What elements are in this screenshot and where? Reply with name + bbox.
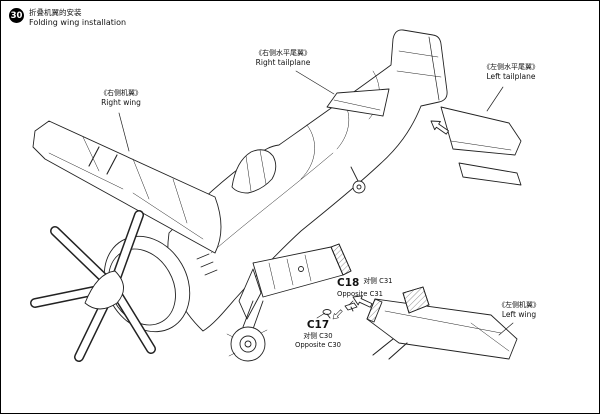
label-left-wing-en: Left wing: [501, 310, 537, 320]
step-title-english: Folding wing installation: [29, 18, 127, 28]
step-title-chinese: 折叠机翼的安装: [29, 8, 82, 17]
label-left-wing: 《左侧机翼》 Left wing: [483, 301, 555, 320]
wing-fold-stub: [238, 243, 352, 320]
landing-gear: [226, 300, 268, 362]
label-left-tailplane: 《左侧水平尾翼》 Left tailplane: [465, 63, 557, 82]
label-right-wing-cn: 《右侧机翼》: [100, 89, 142, 97]
callout-c17-part: C17: [306, 319, 330, 331]
leader-lines: [118, 70, 514, 336]
arrow-left-wing: [352, 295, 373, 308]
spinner: [84, 270, 124, 310]
callout-c17-side-cn: 对侧 C30: [303, 332, 333, 341]
callout-c18: C18 对侧 C31 Opposite C31: [337, 277, 392, 299]
right-tailplane-attached: [326, 88, 390, 117]
canopy: [231, 149, 277, 194]
label-left-tailplane-cn: 《左侧水平尾翼》: [483, 63, 539, 71]
callout-c18-part: C18: [337, 277, 360, 289]
step-titles: 折叠机翼的安装 Folding wing installation: [29, 8, 126, 29]
label-left-wing-cn: 《左侧机翼》: [498, 301, 540, 309]
label-right-tailplane: 《右侧水平尾翼》 Right tailplane: [237, 49, 329, 68]
callout-c18-side-en: Opposite C31: [337, 290, 383, 299]
fuselage: [167, 29, 448, 332]
left-wing-part: [352, 286, 518, 360]
label-right-wing: 《右侧机翼》 Right wing: [83, 89, 159, 108]
propeller: [30, 210, 156, 362]
callout-c18-side-cn: 对侧 C31: [363, 277, 393, 285]
label-right-tailplane-en: Right tailplane: [255, 58, 311, 68]
label-right-tailplane-cn: 《右侧水平尾翼》: [255, 49, 311, 57]
callout-c17: C17 对侧 C30 Opposite C30: [287, 319, 349, 349]
step-header: 30 折叠机翼的安装 Folding wing installation: [9, 8, 126, 29]
part-c18: [344, 302, 358, 312]
label-right-wing-en: Right wing: [101, 98, 141, 108]
label-left-tailplane-en: Left tailplane: [486, 72, 536, 82]
tailwheel: [350, 166, 366, 194]
step-number-badge: 30: [9, 8, 24, 23]
callout-c17-side-en: Opposite C30: [295, 340, 341, 349]
left-tailplane-part: [430, 106, 522, 186]
right-wing-attached: [32, 120, 222, 254]
arrow-left-tailplane: [430, 120, 449, 135]
arrow-c17: [332, 309, 343, 320]
